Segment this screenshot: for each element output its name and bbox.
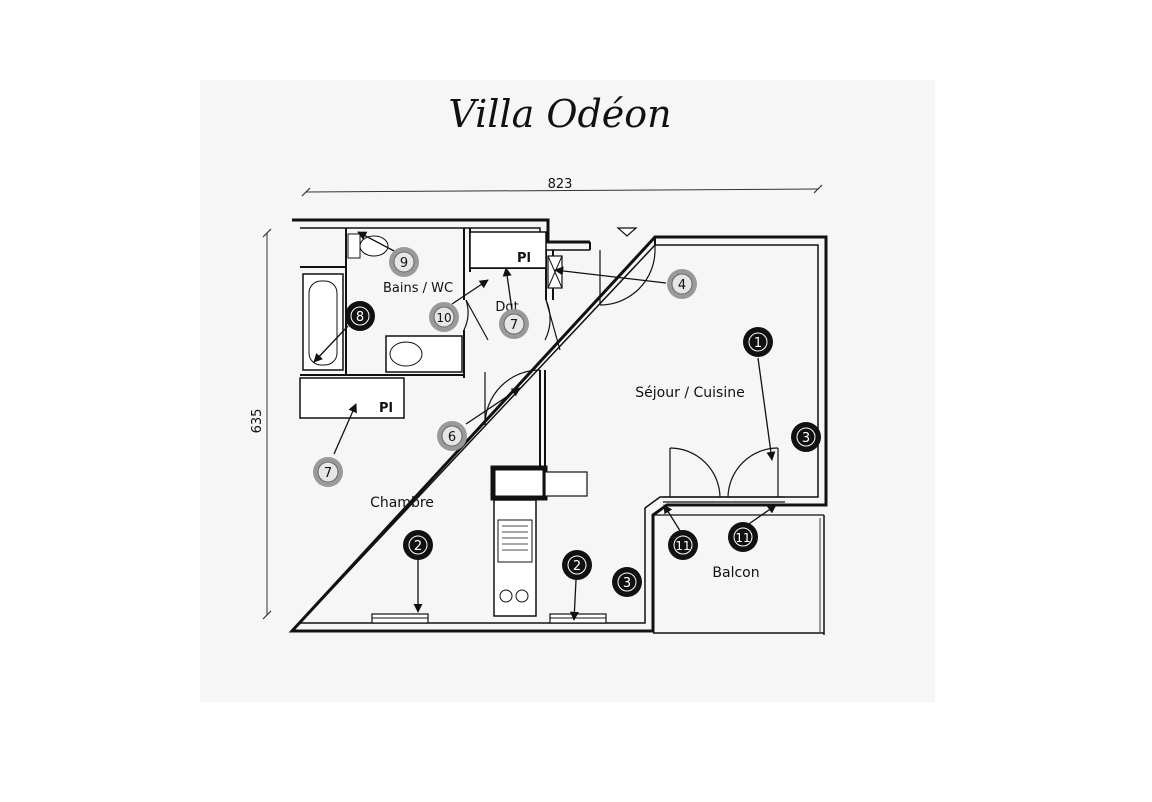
marker-3a: 3	[791, 422, 821, 452]
width-dimension-label: 823	[548, 177, 573, 192]
marker-2b: 2	[562, 550, 592, 580]
room-labels: Bains / WC Dgt Pl Pl Séjour / Cuisine Ch…	[370, 251, 760, 581]
room-label-sejour-cuisine: Séjour / Cuisine	[635, 385, 744, 401]
room-label-balcon: Balcon	[712, 565, 759, 581]
plan-title: Villa Odéon	[448, 92, 671, 136]
room-label-pl-left: Pl	[379, 401, 393, 416]
width-dimension: 823	[301, 177, 823, 197]
bathtub	[302, 273, 344, 371]
marker-2a: 2	[403, 530, 433, 560]
marker-9: 9	[389, 247, 419, 277]
marker-2a-label: 2	[414, 539, 422, 554]
marker-10-label: 10	[436, 311, 451, 325]
marker-4-label: 4	[678, 278, 686, 293]
marker-1: 1	[743, 327, 773, 357]
marker-3b-label: 3	[623, 576, 631, 591]
marker-11b-label: 11	[735, 531, 750, 545]
height-dimension: 635	[250, 228, 272, 620]
marker-7a-label: 7	[510, 318, 518, 333]
entrance-arrow-icon	[616, 227, 638, 237]
marker-9-label: 9	[400, 256, 408, 271]
marker-2b-label: 2	[573, 559, 581, 574]
marker-11b: 11	[728, 522, 758, 552]
kitchen-block	[490, 465, 588, 617]
marker-4: 4	[667, 269, 697, 299]
interior-walls	[300, 228, 554, 468]
room-label-bains-wc: Bains / WC	[383, 281, 453, 296]
marker-7a: 7	[499, 309, 529, 339]
toilet	[347, 233, 389, 259]
marker-1-label: 1	[754, 336, 762, 351]
marker-7b-label: 7	[324, 466, 332, 481]
height-dimension-label: 635	[250, 409, 265, 434]
doors	[463, 245, 785, 503]
closet-top	[469, 231, 547, 269]
marker-arrows	[313, 231, 777, 621]
marker-6-label: 6	[448, 430, 456, 445]
sink	[385, 335, 463, 373]
marker-8-label: 8	[356, 310, 364, 325]
marker-8: 8	[345, 301, 375, 331]
marker-11a-label: 11	[675, 539, 690, 553]
balcony	[653, 514, 825, 635]
marker-3a-label: 3	[802, 431, 810, 446]
marker-6: 6	[437, 421, 467, 451]
marker-11a: 11	[668, 530, 698, 560]
marker-10: 10	[429, 302, 459, 332]
room-label-pl-top: Pl	[517, 251, 531, 266]
room-label-chambre: Chambre	[370, 495, 434, 511]
marker-7b: 7	[313, 457, 343, 487]
marker-3b: 3	[612, 567, 642, 597]
